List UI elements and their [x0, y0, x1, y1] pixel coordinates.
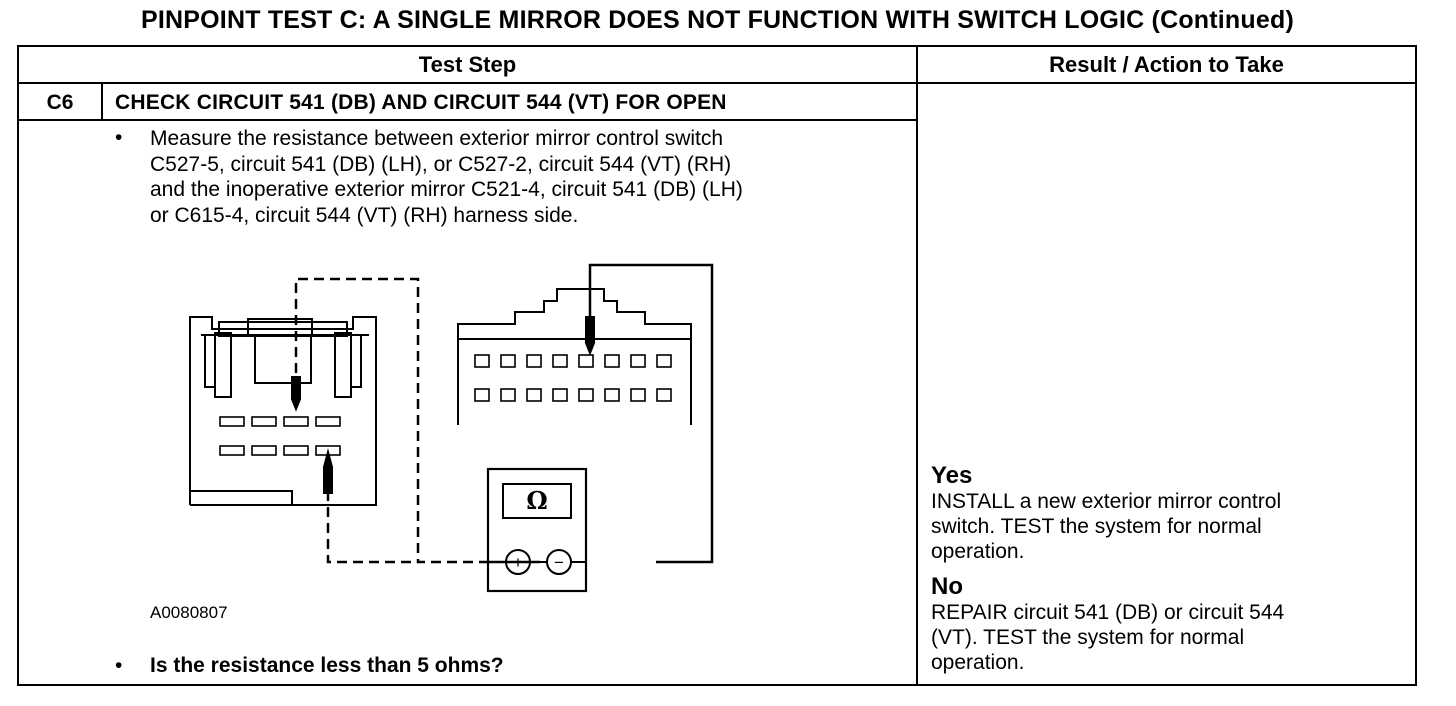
plus-terminal-icon: + — [513, 553, 523, 572]
result-yes-line: switch. TEST the system for normal — [931, 515, 1262, 538]
left-terminal-row-1 — [219, 416, 341, 427]
result-yes-line: INSTALL a new exterior mirror control — [931, 490, 1282, 513]
instruction-line: and the inoperative exterior mirror C521… — [150, 178, 743, 201]
left-connector — [189, 316, 377, 506]
figure-id: A0080807 — [150, 603, 228, 622]
step-id: C6 — [46, 91, 74, 114]
step-question: Is the resistance less than 5 ohms? — [150, 654, 504, 677]
ohmmeter — [486, 467, 588, 593]
right-terminal-row-2 — [474, 388, 672, 402]
header-result-action: Result / Action to Take — [1049, 52, 1284, 77]
connector-test-diagram: Ω + − — [189, 263, 714, 593]
dashed-test-lead — [294, 277, 488, 564]
test-table: Test Step Result / Action to Take C6 CHE… — [17, 45, 1417, 686]
result-yes-label: Yes — [931, 462, 973, 489]
step-title: CHECK CIRCUIT 541 (DB) AND CIRCUIT 544 (… — [115, 91, 727, 114]
left-terminal-row-2 — [219, 445, 341, 456]
instruction-line: Measure the resistance between exterior … — [150, 127, 724, 150]
result-no-line: REPAIR circuit 541 (DB) or circuit 544 — [931, 601, 1285, 624]
result-no: No REPAIR circuit 541 (DB) or circuit 54… — [931, 574, 1401, 675]
step-id-divider — [101, 83, 103, 121]
instruction-bullet: • — [115, 126, 123, 149]
instruction-line: or C615-4, circuit 544 (VT) (RH) harness… — [150, 203, 579, 227]
instruction-line: C527-5, circuit 541 (DB) (LH), or C527-2… — [150, 152, 732, 176]
column-divider — [916, 47, 918, 684]
header-divider — [19, 82, 1415, 84]
question-bullet: • — [115, 654, 123, 677]
right-terminal-row-1 — [474, 354, 672, 368]
header-test-step: Test Step — [418, 52, 517, 77]
result-no-line: operation. — [931, 651, 1025, 674]
result-yes: Yes INSTALL a new exterior mirror contro… — [931, 463, 1401, 564]
result-yes-line: operation. — [931, 540, 1025, 563]
instruction-text: Measure the resistance between exterior … — [150, 126, 910, 228]
step-title-divider — [19, 119, 918, 121]
ohm-symbol: Ω — [526, 486, 547, 515]
minus-terminal-icon: − — [554, 553, 564, 572]
right-connector — [457, 288, 692, 425]
result-no-label: No — [931, 573, 963, 600]
result-no-line: (VT). TEST the system for normal — [931, 626, 1245, 649]
probe-tips — [291, 316, 595, 494]
page-title: PINPOINT TEST C: A SINGLE MIRROR DOES NO… — [141, 6, 1294, 34]
